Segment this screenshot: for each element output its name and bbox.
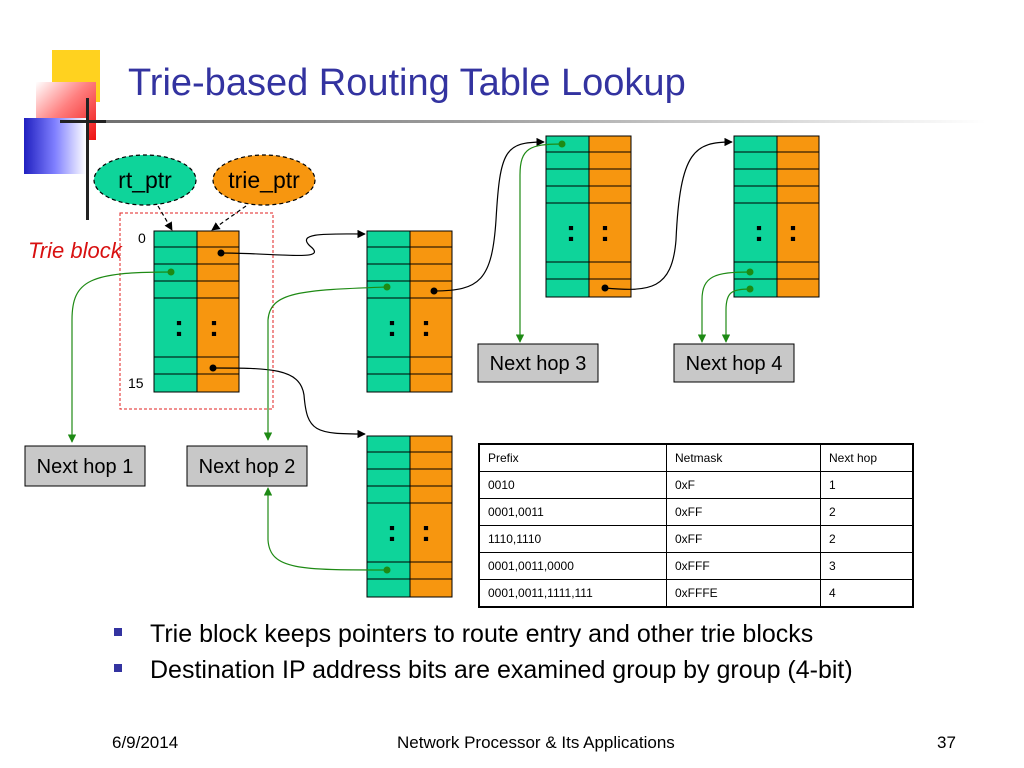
route-arrow-root-to-nexthop1 [67, 271, 172, 443]
next-hop-3-label: Next hop 3 [490, 353, 587, 375]
table-cell: 2 [820, 498, 914, 526]
trie-block-root [153, 230, 240, 393]
table-cell: 0010 [478, 471, 667, 499]
table-cell: 3 [820, 552, 914, 580]
route-arrow-block4-to-nexthop3 [515, 143, 563, 343]
next-hop-4-label: Next hop 4 [686, 353, 783, 375]
rt-ptr-label: rt_ptr [118, 167, 172, 193]
table-row: 0001,0011 0xFF 2 [478, 498, 914, 526]
trie-block-4 [545, 135, 632, 298]
index-last-label: 15 [128, 375, 144, 391]
next-hop-2-label: Next hop 2 [199, 456, 296, 478]
ellipsis-mark: : [387, 515, 397, 548]
footer-title: Network Processor & Its Applications [397, 733, 675, 752]
next-hop-4-box [673, 343, 795, 383]
logo-square-blue [24, 118, 86, 174]
ellipsis-mark: : [174, 310, 184, 343]
bullet-square-icon [114, 664, 122, 673]
trie-ptr-ellipse [212, 154, 316, 206]
routing-table: Prefix Netmask Next hop 0010 0xF 1 0001,… [478, 443, 914, 608]
logo-horizontal-line [60, 120, 106, 123]
pointer-arrow-root-to-block3 [212, 367, 366, 439]
trie-block-3 [366, 435, 453, 598]
trie-block-5 [733, 135, 820, 298]
bullet-square-icon [114, 628, 122, 637]
table-cell: 0xFFF [666, 552, 821, 580]
table-cell: 0001,0011,0000 [478, 552, 667, 580]
table-row: 0010 0xF 1 [478, 471, 914, 499]
ellipsis-mark: : [788, 215, 798, 248]
trie-block-boundary [119, 212, 274, 410]
route-arrow-block5-to-nexthop4-a [697, 271, 751, 343]
page-number: 37 [937, 733, 956, 752]
pointer-arrow-block4-to-block5 [604, 137, 733, 290]
table-cell: 0001,0011,1111,111 [478, 579, 667, 608]
ellipsis-mark: : [566, 215, 576, 248]
table-cell: 4 [820, 579, 914, 608]
next-hop-1-label: Next hop 1 [37, 456, 134, 478]
bullet-text: Destination IP address bits are examined… [150, 656, 853, 684]
rt-ptr-arrow [157, 205, 173, 231]
table-cell: 0xFFFE [666, 579, 821, 608]
table-cell: 1 [820, 471, 914, 499]
trie-block-2 [366, 230, 453, 393]
table-cell: 0xFF [666, 498, 821, 526]
route-arrow-block3-to-nexthop2 [263, 487, 388, 571]
next-hop-2-box [186, 445, 308, 487]
table-cell: 0xF [666, 471, 821, 499]
table-cell: 0001,0011 [478, 498, 667, 526]
trie-ptr-label: trie_ptr [228, 167, 300, 193]
next-hop-1-box [24, 445, 146, 487]
route-arrow-block2-to-nexthop2 [263, 286, 388, 441]
trie-ptr-arrow [211, 205, 247, 231]
logo-vertical-line [86, 98, 89, 220]
bullet-item: Trie block keeps pointers to route entry… [114, 620, 813, 649]
index-first-label: 0 [138, 230, 146, 246]
footer-date: 6/9/2014 [112, 733, 179, 752]
pointer-arrow-block2-to-block4 [433, 137, 545, 292]
route-arrow-block5-to-nexthop4-b [721, 288, 751, 343]
table-row: 0001,0011,1111,111 0xFFFE 4 [478, 579, 914, 608]
table-header-cell: Prefix [478, 443, 667, 472]
bullet-item: Destination IP address bits are examined… [114, 656, 853, 685]
next-hop-3-box [477, 343, 599, 383]
table-row: 1110,1110 0xFF 2 [478, 525, 914, 553]
table-cell: 1110,1110 [478, 525, 667, 553]
ellipsis-mark: : [209, 310, 219, 343]
ellipsis-mark: : [421, 515, 431, 548]
slide-title: Trie-based Routing Table Lookup [128, 62, 686, 104]
ellipsis-mark: : [387, 310, 397, 343]
table-header-cell: Netmask [666, 443, 821, 472]
rt-ptr-ellipse [93, 154, 197, 206]
pointer-arrow-root-to-block2 [220, 229, 366, 257]
ellipsis-mark: : [421, 310, 431, 343]
table-header-cell: Next hop [820, 443, 914, 472]
table-row: 0001,0011,0000 0xFFF 3 [478, 552, 914, 580]
ellipsis-mark: : [754, 215, 764, 248]
table-header-row: Prefix Netmask Next hop [478, 443, 914, 472]
trie-block-label: Trie block [28, 238, 123, 263]
bullet-text: Trie block keeps pointers to route entry… [150, 620, 814, 648]
table-cell: 2 [820, 525, 914, 553]
ellipsis-mark: : [600, 215, 610, 248]
title-underline [86, 120, 986, 123]
table-cell: 0xFF [666, 525, 821, 553]
